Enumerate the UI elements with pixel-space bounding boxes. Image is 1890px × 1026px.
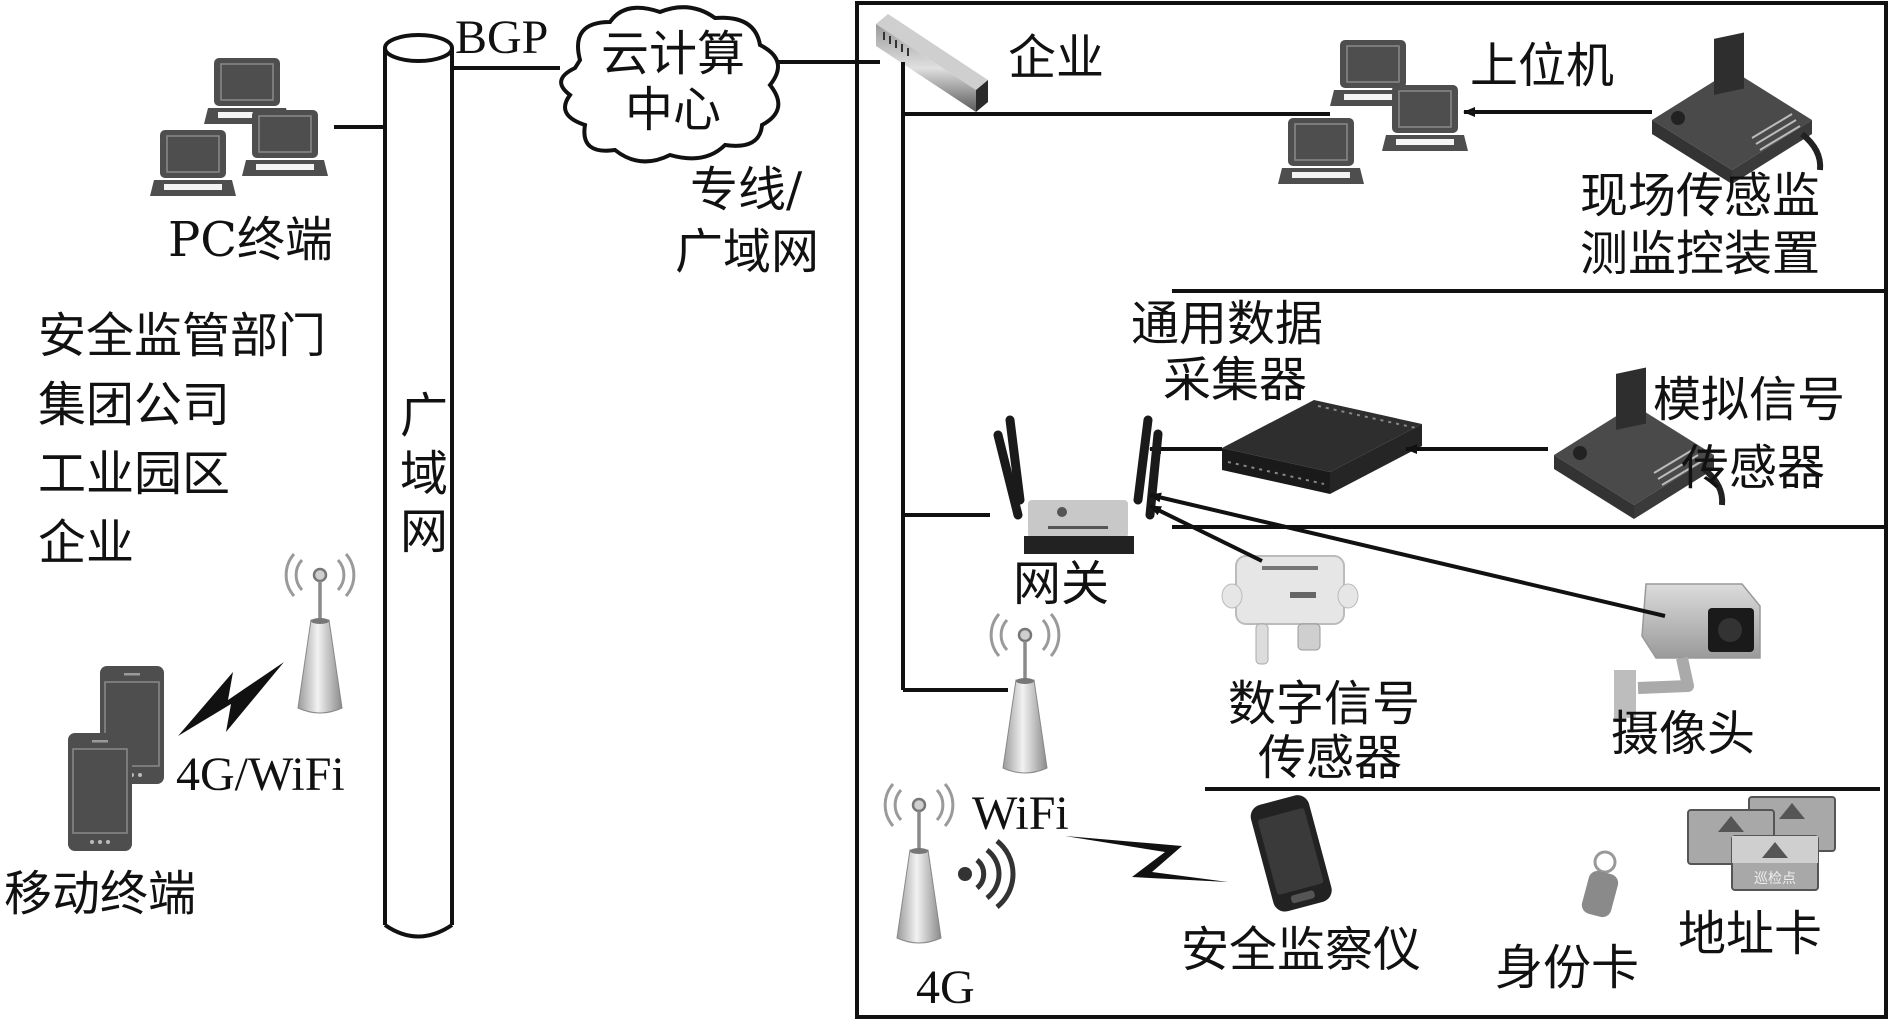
bgp-label: BGP <box>455 11 549 64</box>
4g-label: 4G <box>916 961 975 1014</box>
cloud-label-line2: 中心 <box>624 82 721 138</box>
camera-label: 摄像头 <box>1611 706 1756 762</box>
cloud-label-line1: 云计算 <box>600 26 745 82</box>
pc-terminal-label: PC终端 <box>168 212 334 268</box>
digital-to-gateway-arrow <box>1149 504 1263 563</box>
field-device-label-2: 测监控装置 <box>1580 226 1821 282</box>
analog-sensor-label-1: 模拟信号 <box>1653 372 1846 428</box>
digital-sensor-label-2: 传感器 <box>1258 730 1403 786</box>
wifi-access-point-icon <box>989 612 1061 775</box>
address-card-face-text: 巡检点 <box>1754 871 1796 887</box>
wireless-link-icon <box>178 662 284 736</box>
gateway-router-icon <box>993 415 1163 554</box>
field-device-label-1: 现场传感监 <box>1580 168 1821 224</box>
host-computer-label: 上位机 <box>1470 38 1615 94</box>
collector-label-1: 通用数据 <box>1131 296 1324 352</box>
id-card-icon <box>1581 850 1619 918</box>
safety-inspector-icon <box>1250 795 1332 912</box>
address-card-icon: 巡检点 <box>1687 796 1836 891</box>
leased-line-label-2: 广域网 <box>675 224 820 280</box>
mobile-link-label: 4G/WiFi <box>176 748 345 801</box>
wan-label: 广域网 <box>391 390 447 564</box>
wan-cylinder-icon <box>383 33 454 939</box>
org-label-park: 工业园区 <box>38 446 231 502</box>
org-label-group: 集团公司 <box>38 377 231 433</box>
wifi-link-icon <box>1065 836 1228 882</box>
digital-sensor-label-1: 数字信号 <box>1228 676 1421 732</box>
cloud-computing-center-icon <box>559 5 781 164</box>
analog-sensor-label-2: 传感器 <box>1681 440 1826 496</box>
data-collector-icon <box>1222 400 1422 494</box>
mobile-terminal-label: 移动终端 <box>4 866 197 922</box>
gateway-label: 网关 <box>1013 556 1110 612</box>
id-card-label: 身份卡 <box>1495 940 1640 996</box>
4g-tower-icon <box>883 782 955 945</box>
collector-label-2: 采集器 <box>1163 352 1308 408</box>
org-label-supervision: 安全监管部门 <box>38 308 327 364</box>
camera-to-gateway-arrow <box>1149 492 1666 618</box>
camera-icon <box>1614 583 1761 718</box>
safety-inspector-label: 安全监察仪 <box>1181 922 1422 978</box>
wireless-tower-icon <box>284 552 356 715</box>
wifi-label: WiFi <box>972 787 1069 840</box>
address-card-label: 地址卡 <box>1678 906 1823 962</box>
leased-line-label-1: 专线/ <box>690 162 803 218</box>
network-switch-icon <box>876 14 988 112</box>
enterprise-network-box <box>855 1 1888 1019</box>
field-monitoring-device-icon <box>1652 32 1820 184</box>
enterprise-switch-label: 企业 <box>1008 30 1105 86</box>
pc-terminal-icon <box>149 57 329 197</box>
digital-sensor-icon <box>1221 555 1359 665</box>
4g-signal-icon <box>958 839 1016 909</box>
org-label-enterprise: 企业 <box>38 515 135 571</box>
mobile-terminal-icon <box>67 665 165 852</box>
